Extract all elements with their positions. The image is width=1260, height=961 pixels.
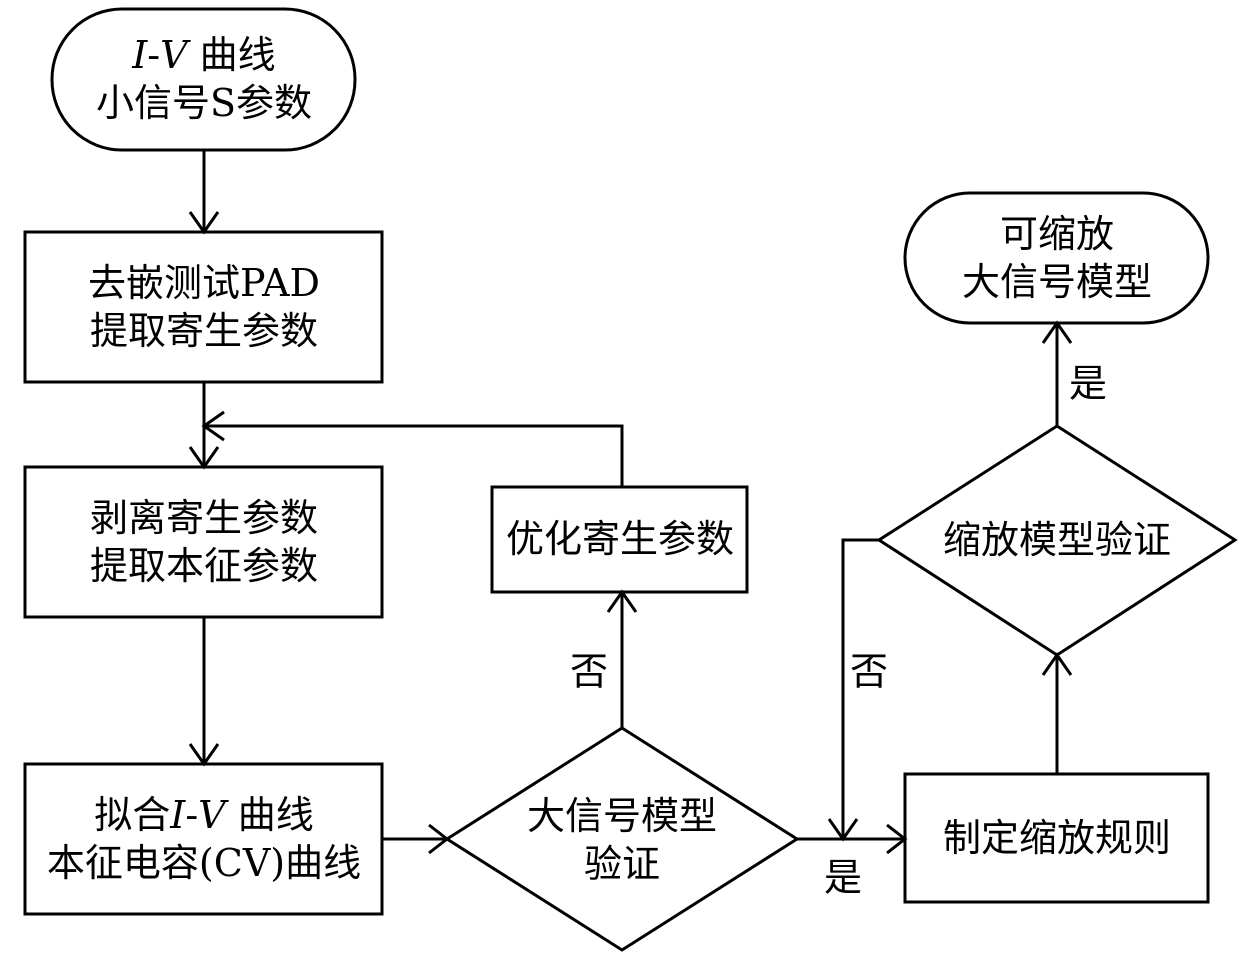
edge-label-large-yes: 是 bbox=[823, 855, 863, 900]
end-label-line2: 大信号模型 bbox=[961, 260, 1153, 304]
fit-label: 拟合I-V 曲线 本征电容(CV)曲线 bbox=[47, 791, 361, 887]
fit-prefix: 拟合 bbox=[94, 793, 171, 837]
start-curve-text: 曲线 bbox=[187, 33, 276, 77]
deembed-label-line2: 提取寄生参数 bbox=[89, 309, 318, 353]
start-label-line2: 小信号S参数 bbox=[95, 81, 313, 125]
end-label: 可缩放 大信号模型 bbox=[962, 210, 1152, 306]
fit-label-line2: 本征电容(CV)曲线 bbox=[46, 841, 362, 885]
edge-label-large-no: 否 bbox=[569, 649, 609, 694]
start-iv-dash: - bbox=[147, 33, 161, 77]
arrowhead-fit-verify bbox=[428, 823, 450, 855]
edge-scaleverify-back bbox=[841, 538, 879, 837]
end-label-line1: 可缩放 bbox=[999, 212, 1115, 256]
large-verify-diamond bbox=[444, 726, 800, 952]
scale-verify-label-line1: 缩放模型验证 bbox=[942, 518, 1172, 562]
arrowhead-deembed-strip bbox=[188, 446, 220, 470]
fit-iv-i: I bbox=[170, 793, 186, 837]
fit-iv-dash: - bbox=[185, 793, 199, 837]
arrowhead-optimize-loop bbox=[201, 410, 225, 442]
large-verify-label: 大信号模型 验证 bbox=[527, 792, 717, 888]
large-verify-line2: 验证 bbox=[583, 842, 661, 886]
strip-label-line1: 剥离寄生参数 bbox=[89, 496, 319, 540]
optimize-label: 优化寄生参数 bbox=[506, 515, 734, 563]
strip-label: 剥离寄生参数 提取本征参数 bbox=[90, 494, 318, 590]
optimize-label-line1: 优化寄生参数 bbox=[505, 517, 735, 561]
edge-label-scale-yes: 是 bbox=[1068, 361, 1108, 406]
start-label-line1: I-V 曲线 bbox=[96, 31, 312, 79]
start-iv-i: I bbox=[132, 33, 148, 77]
arrowhead-scaleverify-end bbox=[1041, 320, 1073, 344]
strip-label-line2: 提取本征参数 bbox=[89, 544, 319, 588]
start-iv-v: V bbox=[160, 33, 188, 77]
fit-curve-text: 曲线 bbox=[225, 793, 314, 837]
scale-verify-label: 缩放模型验证 bbox=[943, 516, 1171, 564]
strip-box bbox=[23, 465, 384, 619]
arrowhead-start-deembed bbox=[188, 211, 220, 235]
arrowhead-strip-fit bbox=[188, 743, 220, 767]
optimize-box bbox=[490, 485, 749, 594]
edge-label-scale-no: 否 bbox=[849, 649, 889, 694]
arrowhead-verify-scaling bbox=[886, 823, 908, 855]
start-label: I-V 曲线 小信号S参数 bbox=[96, 31, 312, 127]
arrowhead-scaling-scaleverify bbox=[1041, 652, 1073, 676]
large-verify-line1: 大信号模型 bbox=[526, 794, 718, 838]
edge-optimize-loop bbox=[206, 424, 624, 487]
scaling-rule-box bbox=[903, 772, 1210, 904]
scaling-rule-label: 制定缩放规则 bbox=[943, 814, 1171, 862]
deembed-label-line1: 去嵌测试PAD bbox=[88, 261, 320, 305]
arrowhead-scaleverify-back bbox=[827, 818, 859, 842]
scaling-rule-label-line1: 制定缩放规则 bbox=[942, 816, 1172, 860]
fit-label-line1: 拟合I-V 曲线 bbox=[47, 791, 361, 839]
fit-iv-v: V bbox=[198, 793, 226, 837]
deembed-label: 去嵌测试PAD 提取寄生参数 bbox=[88, 259, 320, 355]
arrowhead-verify-optimize bbox=[606, 589, 638, 613]
